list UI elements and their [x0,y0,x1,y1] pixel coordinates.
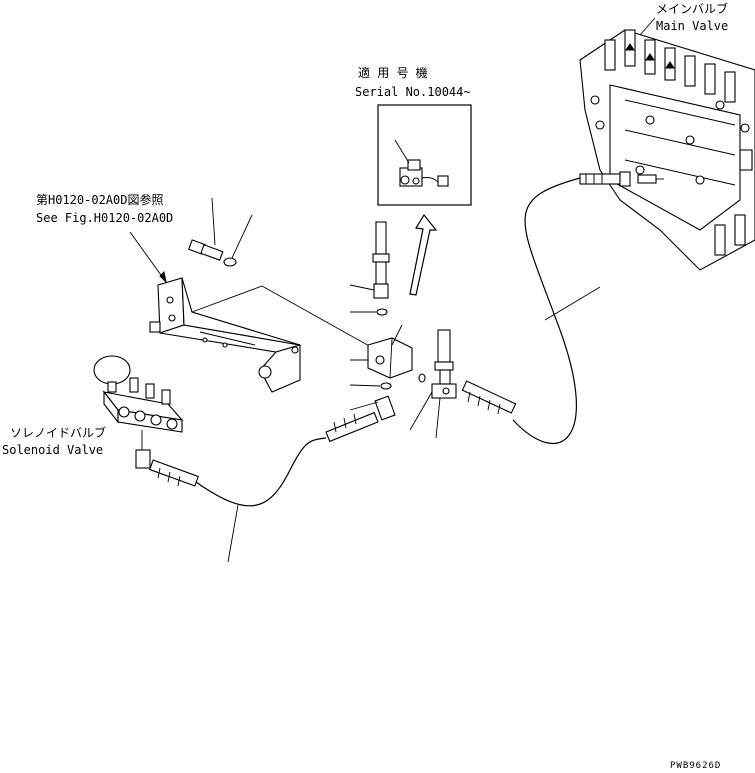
drawing-code: PWB9626D [670,761,721,771]
main-valve-label-en: Main Valve [656,19,728,33]
main-valve-label-jp: メインバルブ [656,1,728,16]
bolt-and-washer [188,197,253,267]
serial-label-en: Serial No.10044~ [355,85,471,99]
ref-label-jp: 第H0120-02A0D図参照 [36,192,163,207]
main-valve-assembly [579,17,755,271]
solenoid-valve-assembly [93,355,184,469]
solenoid-label-jp: ソレノイドバルブ [10,425,106,440]
center-block [349,221,457,439]
inset-arrow [409,213,438,296]
bracket [129,231,381,393]
main-valve-fitting [579,171,664,187]
serial-label-jp: 適 用 号 機 [358,65,428,80]
serial-inset [377,104,472,206]
hose-solenoid [149,411,379,563]
ref-label-en: See Fig.H0120-02A0D [36,211,173,225]
hose-main [461,177,601,445]
solenoid-label-en: Solenoid Valve [2,443,103,457]
